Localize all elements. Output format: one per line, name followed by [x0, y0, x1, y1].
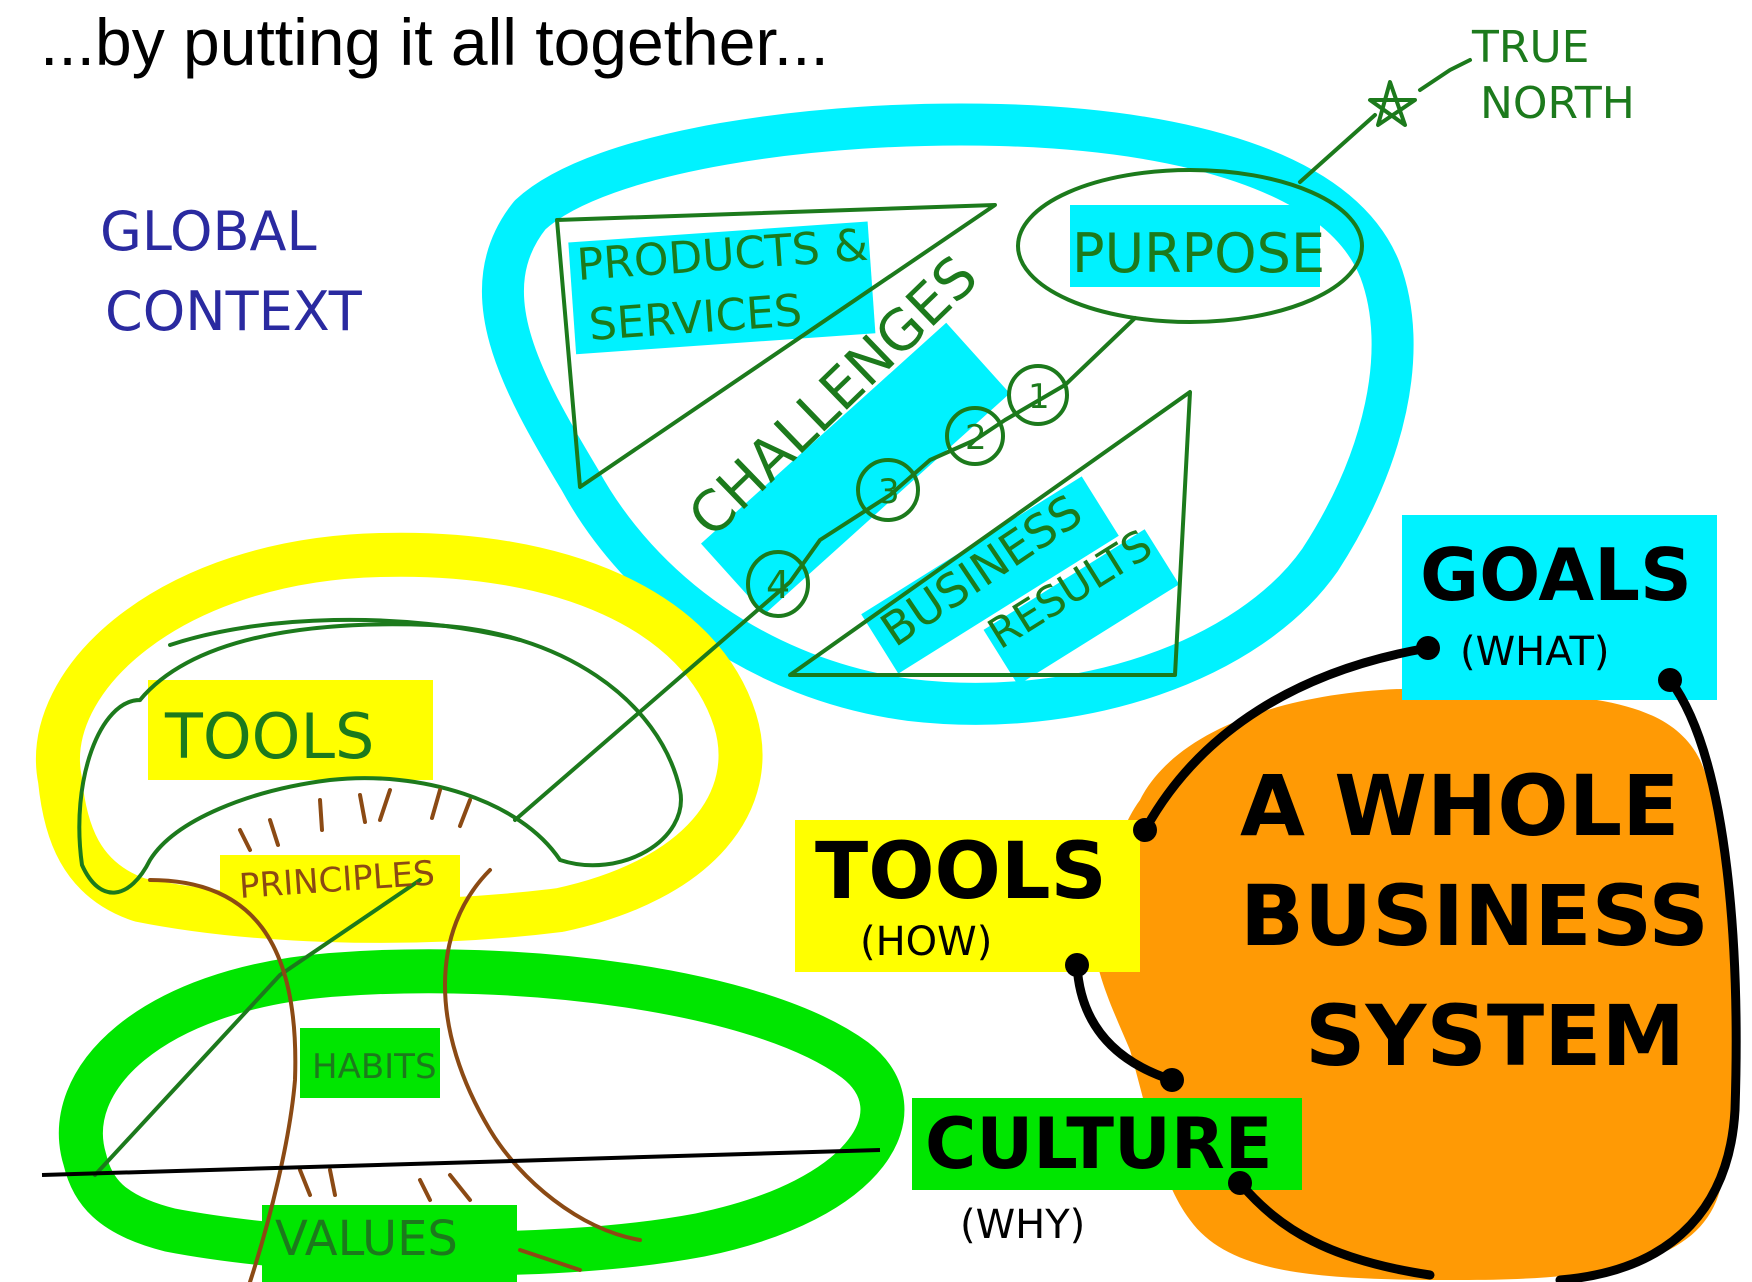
goals-sub-label: (WHAT) [1460, 629, 1610, 675]
root-line [358, 793, 367, 824]
yellow-tools-ring [36, 532, 763, 943]
tools-inner-highlight [148, 680, 433, 780]
connector-dot [1228, 1171, 1252, 1195]
tools-label: TOOLS [815, 827, 1107, 917]
connector-dot [1658, 668, 1682, 692]
true-north-star [1368, 80, 1417, 127]
mushroom-cap [77, 622, 683, 895]
purpose-highlight [1070, 205, 1320, 287]
tools-highlight [795, 820, 1140, 972]
system-label: BUSINESS [1240, 867, 1709, 965]
root-line [458, 798, 472, 828]
tools-sub-label: (HOW) [860, 919, 992, 965]
goals-label: GOALS [1420, 533, 1692, 617]
green-culture-ring [58, 949, 905, 1276]
root-line [448, 1173, 472, 1202]
challenge-circle-2 [945, 406, 1005, 466]
true-north-label: NORTH [1480, 78, 1635, 129]
culture-label: CULTURE [925, 1103, 1273, 1185]
challenge-circle-1 [1007, 364, 1069, 426]
tools-culture-arc [1072, 960, 1177, 1085]
step-number: 1 [1028, 377, 1050, 417]
root-line [298, 1168, 312, 1197]
trunk-right [443, 868, 642, 1242]
trunk-left [148, 878, 298, 1282]
root-line [238, 828, 252, 852]
goals-tools-arc [1140, 643, 1433, 835]
system-label: SYSTEM [1305, 987, 1685, 1085]
business-highlight [861, 476, 1119, 674]
mushroom-cap-top [168, 617, 522, 647]
principles-highlight [220, 855, 460, 913]
true-north-label: TRUE [1471, 22, 1589, 73]
purpose-label: PURPOSE [1072, 222, 1325, 285]
system-label: A WHOLE [1240, 757, 1680, 855]
root-line [378, 788, 392, 822]
root-line [328, 1168, 337, 1197]
values-highlight [262, 1205, 517, 1282]
ground-line [41, 1148, 881, 1177]
step-number: 4 [766, 563, 790, 607]
results-triangle [788, 390, 1192, 677]
root-line [418, 1178, 432, 1202]
global-context-label: GLOBAL [100, 200, 317, 263]
step-number: 2 [965, 418, 987, 458]
habits-line [93, 878, 422, 1177]
step-number: 3 [878, 472, 900, 512]
root-line [518, 1248, 582, 1272]
values-label: VALUES [275, 1211, 458, 1267]
root-line [268, 818, 280, 847]
purpose-ellipse [1016, 168, 1364, 324]
true-north-link [1298, 113, 1377, 184]
products-triangle [555, 203, 997, 489]
products-highlight [568, 221, 876, 355]
culture-sub-label: (WHY) [960, 1202, 1085, 1248]
cyan-context-ring [481, 103, 1414, 725]
habits-label: HABITS [312, 1047, 437, 1087]
goals-right-arc [1555, 675, 1741, 1282]
habits-highlight [300, 1028, 440, 1098]
tools-inner-label: TOOLS [164, 700, 374, 773]
connector-dot [1065, 953, 1089, 977]
global-context-label: CONTEXT [105, 280, 363, 343]
results-highlight [983, 529, 1180, 686]
challenge-circle-3 [856, 458, 920, 522]
culture-bottom-arc [1235, 1178, 1435, 1280]
connector-dot [1160, 1068, 1184, 1092]
connector-dot [1133, 818, 1157, 842]
root-line [318, 798, 324, 832]
root-line [430, 788, 442, 820]
connector-dot [1416, 636, 1440, 660]
challenge-chain-line [513, 316, 1137, 822]
challenges-highlight [700, 322, 1010, 615]
page-title: ...by putting it all together... [40, 5, 829, 79]
goals-highlight [1402, 515, 1717, 700]
true-north-arrow [1418, 58, 1472, 92]
challenge-circle-4 [746, 550, 810, 618]
